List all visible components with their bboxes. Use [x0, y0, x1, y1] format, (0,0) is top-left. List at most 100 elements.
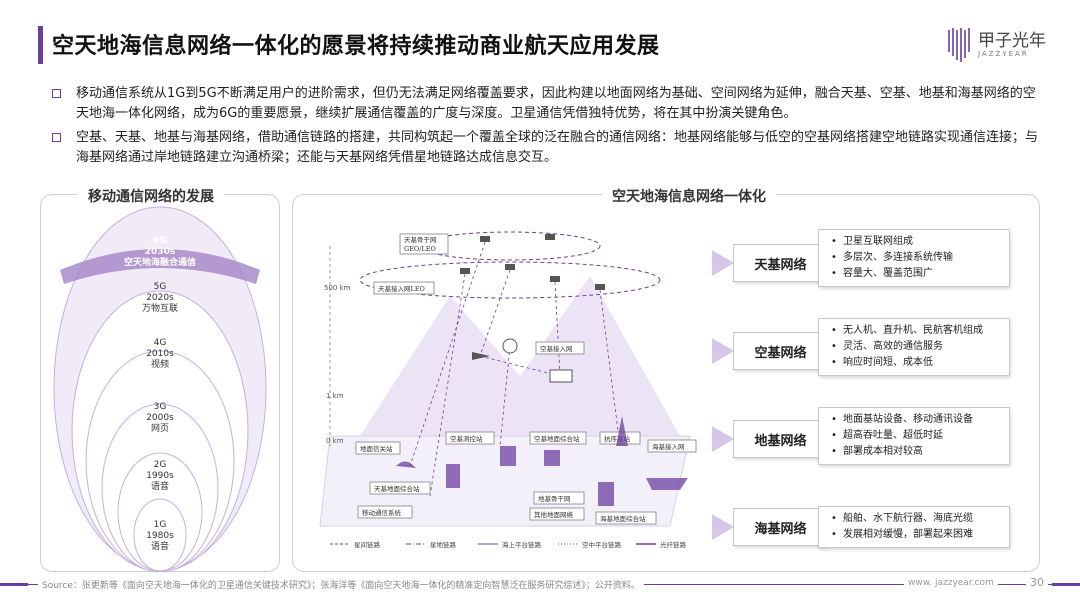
- logo-mark-icon: [948, 28, 970, 62]
- satellite-icon: [550, 276, 560, 282]
- building-icon: [598, 482, 614, 506]
- label-ground-backbone: 地基骨干网: [538, 494, 571, 503]
- label-space-backbone: 天基骨干网: [404, 235, 437, 244]
- label-space-ground-station: 天基地面综合站: [374, 484, 420, 493]
- mountain-shape: [360, 276, 680, 436]
- gen-6g-name: 6G: [153, 236, 167, 246]
- bullet-square-icon: [52, 133, 61, 142]
- gen-4g-desc: 视频: [150, 360, 169, 370]
- arrow-icon: [712, 426, 734, 452]
- network-space: 天基网络: [733, 244, 828, 282]
- satellite-icon: [460, 268, 470, 274]
- label-space-access: 天基接入网LEO: [378, 284, 425, 293]
- gen-1g-desc: 语音: [150, 542, 169, 552]
- label-relay-station: 抗序基站: [604, 434, 631, 443]
- label-air-station: 空基地面综合站: [534, 434, 580, 443]
- bullet-square-icon: [52, 89, 61, 98]
- tower-icon: [616, 416, 628, 446]
- gen-3g-desc: 网页: [150, 424, 169, 434]
- label-other-ground: 其他地面网络: [534, 510, 574, 519]
- desc-item: 卫星互联网组成: [831, 234, 1001, 250]
- logo-name: 甲子光年: [978, 31, 1046, 51]
- arrow-icon: [712, 338, 734, 364]
- source-note: Source：张更新等《面向空天地海一体化的卫星通信关键技术研究》；张海洋等《面…: [38, 578, 644, 591]
- gen-2g-year: 1990s: [146, 471, 174, 481]
- bullet-text: 移动通信系统从1G到5G不断满足用户的进阶需求，但仍无法满足网络覆盖要求，因此构…: [76, 86, 1036, 121]
- arrow-icon: [712, 514, 734, 540]
- right-panel-title: 空天地海信息网络一体化: [602, 186, 776, 206]
- orbit-leo: [359, 261, 661, 299]
- legend-fiber: 光纤链路: [660, 540, 687, 549]
- network-air: 空基网络: [733, 332, 828, 370]
- link-line: [554, 281, 561, 377]
- title-accent-bar: [38, 26, 43, 64]
- ship-icon: [646, 478, 688, 490]
- footer-accent-left: [0, 583, 28, 586]
- label-air-control: 空基测控站: [450, 434, 483, 443]
- label-ground-gateway: 地面信关站: [360, 444, 393, 453]
- gen-1g-label: 1G 1980s 语音: [110, 520, 210, 553]
- plane-icon: [472, 352, 490, 360]
- link-line: [499, 345, 511, 447]
- desc-item: 无人机、直升机、民航客机组成: [831, 323, 1001, 339]
- logo-subtitle: JAZZYEAR: [978, 50, 1029, 58]
- desc-item: 地面基站设备、移动通讯设备: [831, 412, 1001, 428]
- label-mobile-system: 移动通信系统: [362, 508, 402, 517]
- network-space-desc: 卫星互联网组成 多层次、多连接系统传输 容量大、覆盖范围广: [818, 229, 1010, 287]
- bullet-1: 移动通信系统从1G到5G不断满足用户的进阶需求，但仍无法满足网络覆盖要求，因此构…: [52, 84, 1042, 124]
- gen-3g-name: 3G: [153, 402, 167, 412]
- gen-5g-desc: 万物互联: [141, 304, 178, 314]
- gen-4g-name: 4G: [153, 338, 167, 348]
- gen-3g-year: 2000s: [146, 413, 174, 423]
- network-ground-desc: 地面基站设备、移动通讯设备 超高吞吐量、超低时延 部署成本相对较高: [818, 407, 1010, 465]
- building-icon: [446, 464, 460, 488]
- uav-icon: [549, 369, 573, 383]
- gen-4g-label: 4G 2010s 视频: [110, 338, 210, 371]
- footer-url[interactable]: www. jazzyear.com: [904, 578, 998, 588]
- gen-2g-label: 2G 1990s 语音: [110, 460, 210, 493]
- satellite-icon: [595, 284, 605, 290]
- label-air-access: 空基接入网: [540, 344, 573, 353]
- desc-item: 船舶、水下航行器、海底光缆: [831, 511, 1001, 527]
- label-geo-leo: GEO/LEO: [404, 245, 436, 253]
- dish-icon: [396, 461, 416, 468]
- generation-ellipses: [53, 206, 267, 572]
- arrow-icon: [712, 250, 734, 276]
- satellite-icon: [505, 264, 515, 270]
- legend-sea-platform: 海上平台链路: [502, 540, 542, 549]
- network-air-desc: 无人机、直升机、民航客机组成 灵活、高效的通信服务 响应时间短、成本低: [818, 318, 1010, 376]
- network-ground: 地基网络: [733, 420, 828, 458]
- gen-2g-name: 2G: [153, 460, 167, 470]
- altitude-1km: 1 km: [326, 392, 344, 400]
- network-sea-desc: 船舶、水下航行器、海底光缆 发展相对缓慢，部署起来困难: [818, 506, 1010, 548]
- desc-item: 响应时间短、成本低: [831, 355, 1001, 371]
- gen-2g-desc: 语音: [150, 482, 169, 492]
- network-diagram: 500 km 1 km 0 km 天基骨干网 GEO/LEO 天基接入网LEO …: [319, 231, 697, 549]
- left-panel-title: 移动通信网络的发展: [78, 186, 224, 206]
- label-sea-station: 海基地面综合站: [600, 514, 646, 523]
- bullet-2: 空基、天基、地基与海基网络，借助通信链路的搭建，共同构筑起一个覆盖全球的泛在融合…: [52, 128, 1042, 168]
- gen-1g-name: 1G: [153, 520, 167, 530]
- link-line: [599, 289, 621, 447]
- desc-item: 容量大、覆盖范围广: [831, 266, 1001, 282]
- desc-item: 部署成本相对较高: [831, 444, 1001, 460]
- legend-air-platform: 空中平台链路: [582, 540, 622, 549]
- legend-satellite-ground: 星地链路: [430, 540, 457, 549]
- balloon-icon: [502, 338, 518, 354]
- bullet-text: 空基、天基、地基与海基网络，借助通信链路的搭建，共同构筑起一个覆盖全球的泛在融合…: [76, 130, 1039, 165]
- page-title: 空天地海信息网络一体化的愿景将持续推动商业航天应用发展: [52, 34, 660, 59]
- network-sea: 海基网络: [733, 508, 828, 546]
- desc-item: 超高吞吐量、超低时延: [831, 428, 1001, 444]
- gen-5g-name: 5G: [153, 282, 167, 292]
- gen-6g-desc: 空天地海融合通信: [123, 258, 196, 268]
- building-icon: [500, 446, 516, 466]
- gen-4g-year: 2010s: [146, 349, 174, 359]
- desc-item: 灵活、高效的通信服务: [831, 339, 1001, 355]
- label-sea-access: 海基接入网: [652, 442, 685, 451]
- gen-6g-label: 6G 2030s 空天地海融合通信: [110, 236, 210, 269]
- gen-3g-label: 3G 2000s 网页: [110, 402, 210, 435]
- desc-item: 发展相对缓慢，部署起来困难: [831, 527, 1001, 543]
- legend-inter-satellite: 星间链路: [354, 540, 381, 549]
- satellite-icon: [545, 234, 555, 240]
- building-icon: [544, 450, 560, 466]
